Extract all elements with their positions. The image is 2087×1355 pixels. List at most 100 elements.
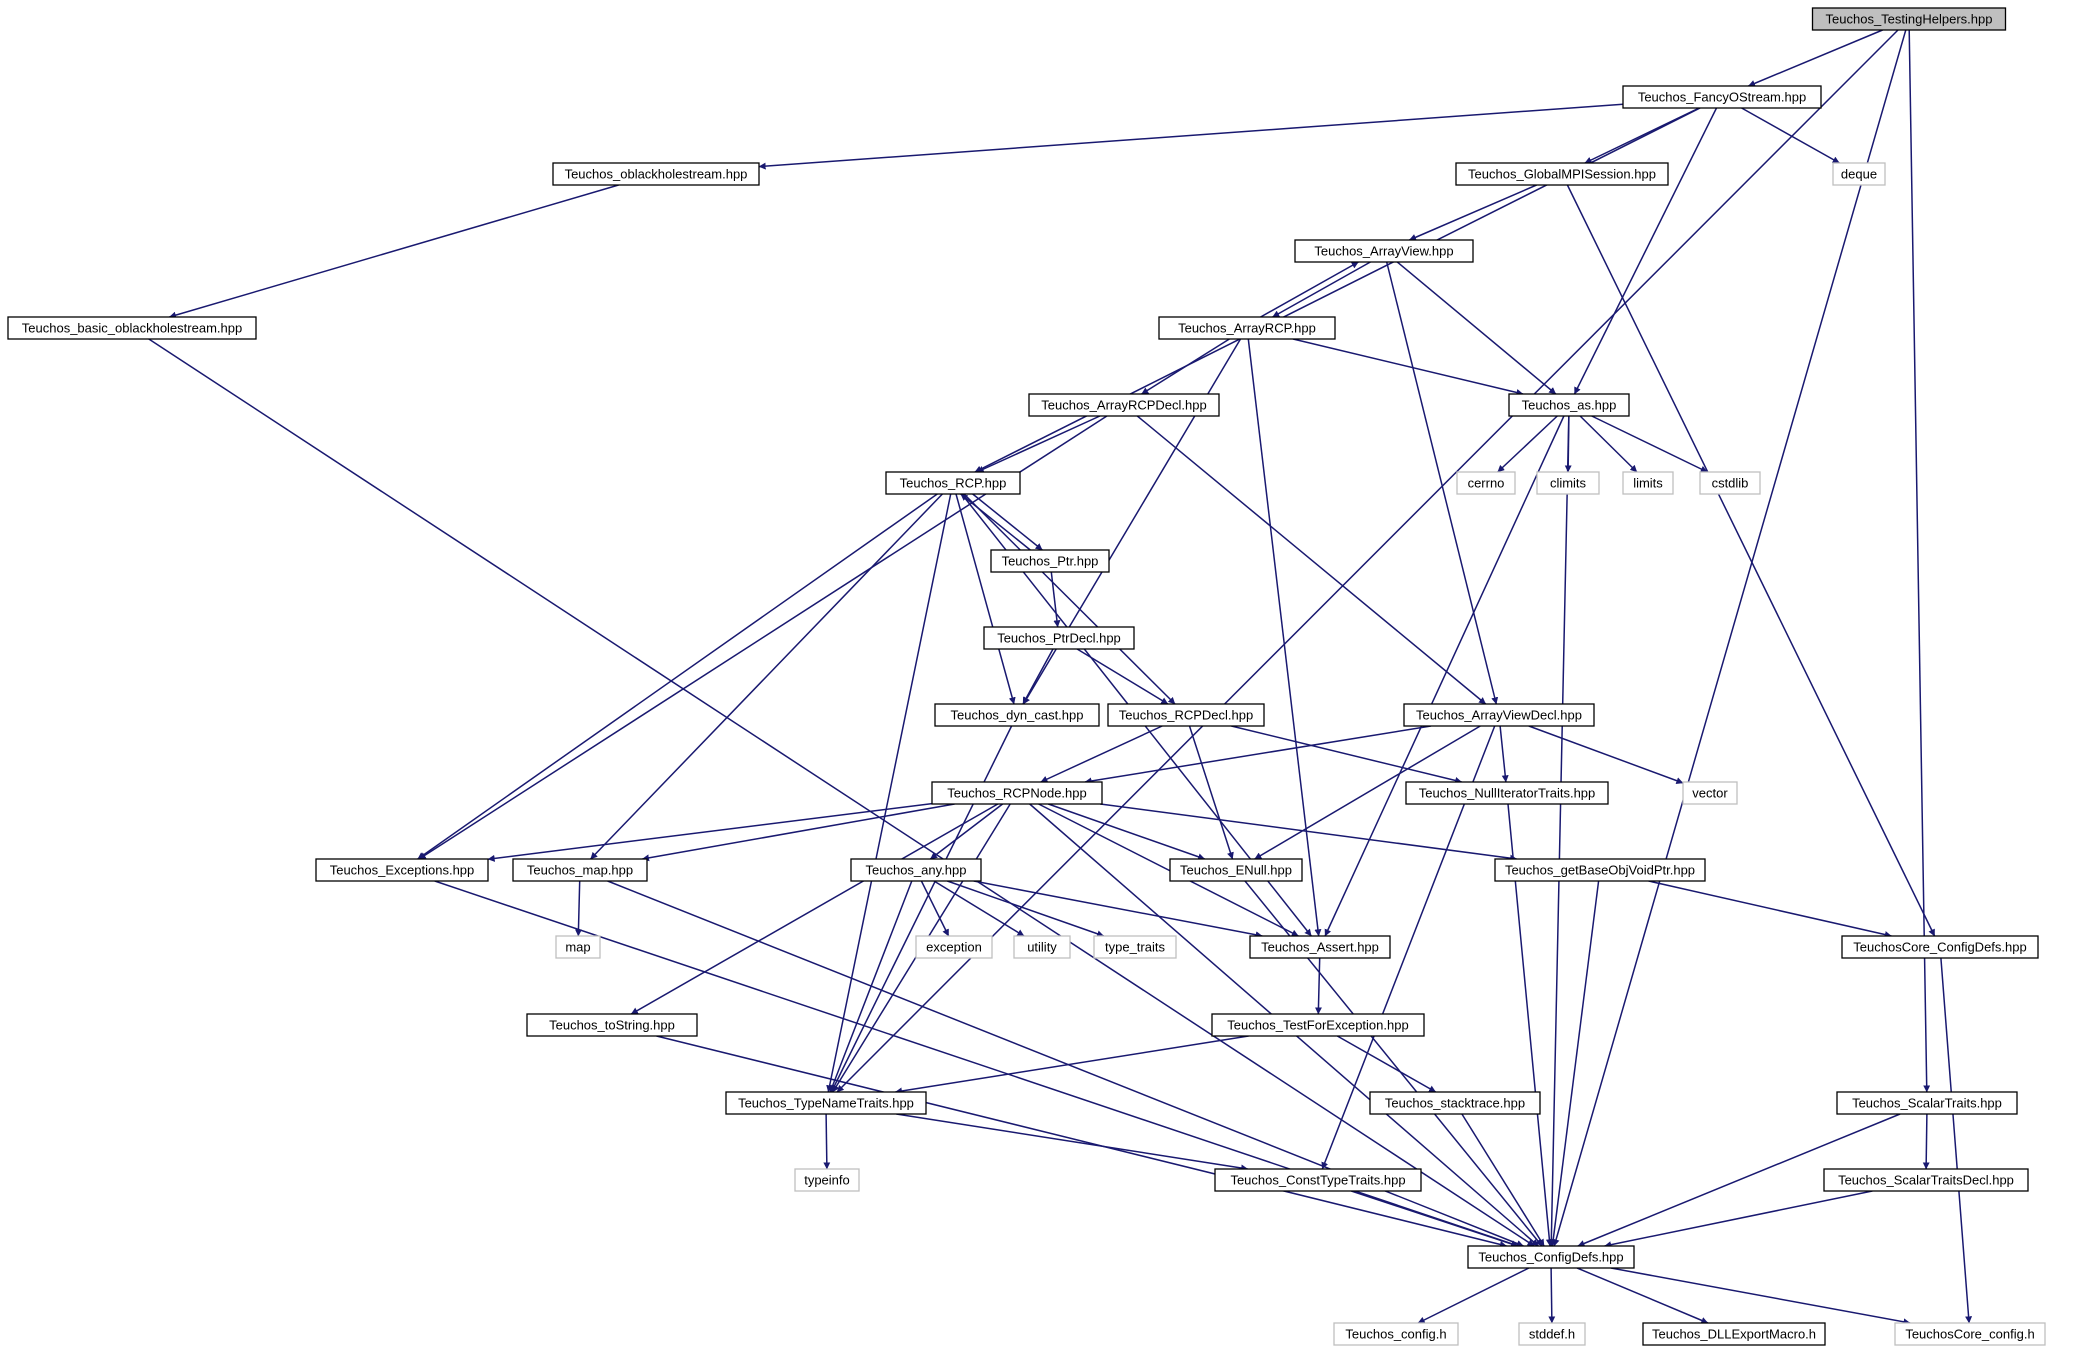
node-scal[interactable]: Teuchos_ScalarTraits.hpp (1836, 1091, 2018, 1115)
node-dll[interactable]: Teuchos_DLLExportMacro.h (1642, 1322, 1826, 1346)
edge-ptr-to-rcp (960, 493, 1031, 551)
node-label: Teuchos_ConstTypeTraits.hpp (1230, 1173, 1405, 1188)
node-label: Teuchos_getBaseObjVoidPtr.hpp (1505, 863, 1695, 878)
node-obh[interactable]: Teuchos_oblackholestream.hpp (552, 162, 760, 186)
node-root[interactable]: Teuchos_TestingHelpers.hpp (1811, 7, 2007, 31)
node-label: Teuchos_dyn_cast.hpp (951, 708, 1084, 723)
node-tostring[interactable]: Teuchos_toString.hpp (526, 1013, 698, 1037)
node-rcpnode[interactable]: Teuchos_RCPNode.hpp (931, 781, 1103, 805)
node-box (1333, 1322, 1459, 1346)
node-label: deque (1841, 167, 1877, 182)
edge-ccd-to-coreconfig (1940, 957, 1973, 1324)
edge-gmpi-to-av (1409, 184, 1537, 241)
edge-scaldecl-to-cd (1604, 1190, 1873, 1249)
node-gmpi[interactable]: Teuchos_GlobalMPISession.hpp (1455, 162, 1669, 186)
edge-tnt-to-typeinfo (823, 1113, 831, 1170)
node-label: Teuchos_ScalarTraitsDecl.hpp (1838, 1173, 2014, 1188)
node-label: type_traits (1105, 940, 1165, 955)
node-ctt[interactable]: Teuchos_ConstTypeTraits.hpp (1214, 1168, 1422, 1192)
node-rcpdecl[interactable]: Teuchos_RCPDecl.hpp (1107, 703, 1265, 727)
node-box (552, 162, 760, 186)
node-ccd[interactable]: TeuchosCore_ConfigDefs.hpp (1841, 935, 2039, 959)
node-avdecl[interactable]: Teuchos_ArrayViewDecl.hpp (1403, 703, 1595, 727)
node-gbovp[interactable]: Teuchos_getBaseObjVoidPtr.hpp (1494, 858, 1706, 882)
edge-av-to-as (1396, 261, 1557, 395)
node-coreconfig: TeuchosCore_config.h (1894, 1322, 2046, 1346)
node-assert[interactable]: Teuchos_Assert.hpp (1249, 935, 1391, 959)
edge-rcpnode-to-tostring (630, 803, 999, 1015)
node-box (1682, 781, 1738, 805)
node-box (1013, 935, 1071, 959)
edge-gmpi-to-ccd (1566, 184, 1936, 937)
edge-rcpdecl-to-enull (1188, 725, 1234, 860)
edge-root-to-fancy (1748, 29, 1883, 87)
node-box (1518, 1322, 1586, 1346)
node-fancy[interactable]: Teuchos_FancyOStream.hpp (1622, 85, 1822, 109)
node-label: Teuchos_DLLExportMacro.h (1652, 1327, 1816, 1342)
node-label: Teuchos_basic_oblackholestream.hpp (22, 321, 242, 336)
edge-st-to-cd (1461, 1113, 1545, 1247)
node-label: Teuchos_TestingHelpers.hpp (1826, 12, 1993, 27)
node-label: Teuchos_PtrDecl.hpp (997, 631, 1121, 646)
node-bobh[interactable]: Teuchos_basic_oblackholestream.hpp (7, 316, 257, 340)
node-config: Teuchos_config.h (1333, 1322, 1459, 1346)
node-label: Teuchos_ENull.hpp (1180, 863, 1292, 878)
edge-ctt-to-cd (1351, 1190, 1519, 1248)
node-ptr[interactable]: Teuchos_Ptr.hpp (990, 549, 1110, 573)
node-box (794, 1168, 860, 1192)
node-rcp[interactable]: Teuchos_RCP.hpp (885, 471, 1021, 495)
node-box (512, 858, 648, 882)
node-label: Teuchos_any.hpp (866, 863, 967, 878)
node-box (1536, 471, 1600, 495)
node-box (1405, 781, 1609, 805)
node-box (1467, 1245, 1635, 1269)
edge-avdecl-to-nit (1499, 725, 1509, 783)
node-label: Teuchos_RCP.hpp (900, 476, 1007, 491)
edge-arcp-to-av (1260, 261, 1359, 318)
node-enull[interactable]: Teuchos_ENull.hpp (1169, 858, 1303, 882)
node-st[interactable]: Teuchos_stacktrace.hpp (1369, 1091, 1541, 1115)
node-typetraits: type_traits (1093, 935, 1177, 959)
edge-avdecl-to-enull (1254, 725, 1481, 860)
node-arcpdecl[interactable]: Teuchos_ArrayRCPDecl.hpp (1028, 393, 1220, 417)
node-box (555, 935, 601, 959)
node-tfe[interactable]: Teuchos_TestForException.hpp (1211, 1013, 1425, 1037)
edge-arcpdecl-to-avdecl (1136, 415, 1487, 705)
node-nit[interactable]: Teuchos_NullIteratorTraits.hpp (1405, 781, 1609, 805)
node-box (1832, 162, 1886, 186)
node-any[interactable]: Teuchos_any.hpp (850, 858, 982, 882)
node-tnt[interactable]: Teuchos_TypeNameTraits.hpp (725, 1091, 927, 1115)
edge-rcp-to-map (590, 493, 943, 860)
edge-as-to-cstdlib (1591, 415, 1708, 473)
edge-rcp-to-dyn (955, 493, 1016, 705)
node-cd[interactable]: Teuchos_ConfigDefs.hpp (1467, 1245, 1635, 1269)
node-box (1169, 858, 1303, 882)
edge-rcpnode-to-any (929, 803, 1004, 860)
node-climits: climits (1536, 471, 1600, 495)
node-cerrno: cerrno (1456, 471, 1516, 495)
node-arcp[interactable]: Teuchos_ArrayRCP.hpp (1158, 316, 1336, 340)
node-label: typeinfo (804, 1173, 850, 1188)
node-map[interactable]: Teuchos_map.hpp (512, 858, 648, 882)
edges-layer (148, 29, 1973, 1326)
edge-avdecl-to-vector (1528, 725, 1684, 784)
edge-tfe-to-tnt (895, 1035, 1249, 1095)
node-label: Teuchos_NullIteratorTraits.hpp (1419, 786, 1596, 801)
node-av[interactable]: Teuchos_ArrayView.hpp (1294, 239, 1474, 263)
node-dyn[interactable]: Teuchos_dyn_cast.hpp (934, 703, 1100, 727)
edge-fancy-to-gmpi (1584, 107, 1700, 164)
node-box (1642, 1322, 1826, 1346)
edge-cd-to-coreconfig (1610, 1267, 1911, 1326)
node-label: Teuchos_Ptr.hpp (1002, 554, 1099, 569)
edge-any-to-assert (973, 880, 1263, 939)
edge-as-to-cd (1547, 415, 1570, 1247)
edge-rcpnode-to-map (642, 803, 955, 862)
node-scaldecl[interactable]: Teuchos_ScalarTraitsDecl.hpp (1823, 1168, 2029, 1192)
node-as[interactable]: Teuchos_as.hpp (1508, 393, 1630, 417)
node-exc[interactable]: Teuchos_Exceptions.hpp (315, 858, 489, 882)
node-box (1093, 935, 1177, 959)
node-ptrdecl[interactable]: Teuchos_PtrDecl.hpp (983, 626, 1135, 650)
node-box (1456, 471, 1516, 495)
node-label: utility (1027, 940, 1057, 955)
edge-arcp-to-assert (1247, 338, 1322, 937)
